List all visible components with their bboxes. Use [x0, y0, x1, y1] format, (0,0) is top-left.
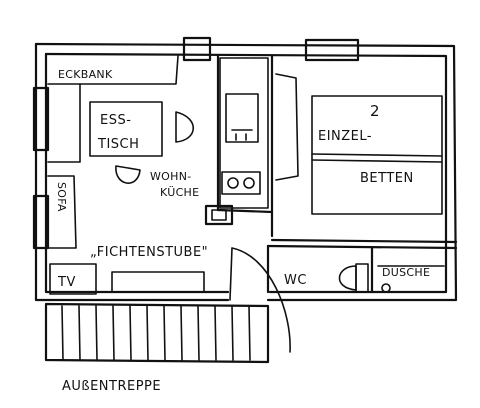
- stair-tread: [180, 305, 183, 361]
- label-kueche: KÜCHE: [160, 186, 199, 199]
- kitchen-counter: [219, 57, 269, 209]
- label-ess: ESS-: [100, 113, 131, 128]
- stair-tread: [61, 305, 64, 361]
- label-einzel: EINZEL-: [318, 129, 372, 144]
- tv-unit: [49, 263, 97, 295]
- label-tv: TV: [57, 275, 76, 290]
- label-dusche: DUSCHE: [382, 266, 430, 279]
- windows: [32, 36, 360, 250]
- stair-tread: [248, 305, 251, 361]
- label-eckbank: ECKBANK: [58, 68, 113, 81]
- entrance-door: [229, 247, 291, 353]
- corner-bench: [47, 55, 179, 163]
- low-cabinet: [111, 271, 205, 293]
- sofa: [47, 175, 77, 249]
- outdoor-stairs: [44, 302, 270, 364]
- label-wc: WC: [284, 273, 307, 288]
- stair-tread: [163, 305, 166, 361]
- label-sofa: SOFA: [55, 182, 68, 212]
- label-aussentreppe: AUßENTREPPE: [62, 379, 161, 394]
- stair-tread: [95, 305, 98, 361]
- label-tisch: TISCH: [97, 137, 139, 152]
- chair-right: [175, 111, 194, 143]
- stair-tread: [129, 305, 132, 361]
- shower: [377, 265, 445, 293]
- label-wohn: WOHN-: [150, 170, 192, 183]
- toilet: [338, 263, 369, 293]
- stair-tread: [112, 305, 115, 361]
- single-beds: [275, 73, 443, 215]
- label-bed-number: 2: [370, 102, 381, 120]
- stair-tread: [214, 305, 217, 361]
- interior-walls: [216, 54, 458, 294]
- oven-box: [204, 204, 234, 226]
- label-betten: BETTEN: [360, 171, 414, 186]
- dining-table: [89, 101, 163, 157]
- label-fichtenstube: „FICHTENSTUBE": [90, 245, 208, 260]
- stair-tread: [146, 305, 149, 361]
- stair-tread: [197, 305, 200, 361]
- stair-tread: [78, 305, 81, 361]
- chair-bottom: [115, 165, 141, 184]
- stair-tread: [231, 305, 234, 361]
